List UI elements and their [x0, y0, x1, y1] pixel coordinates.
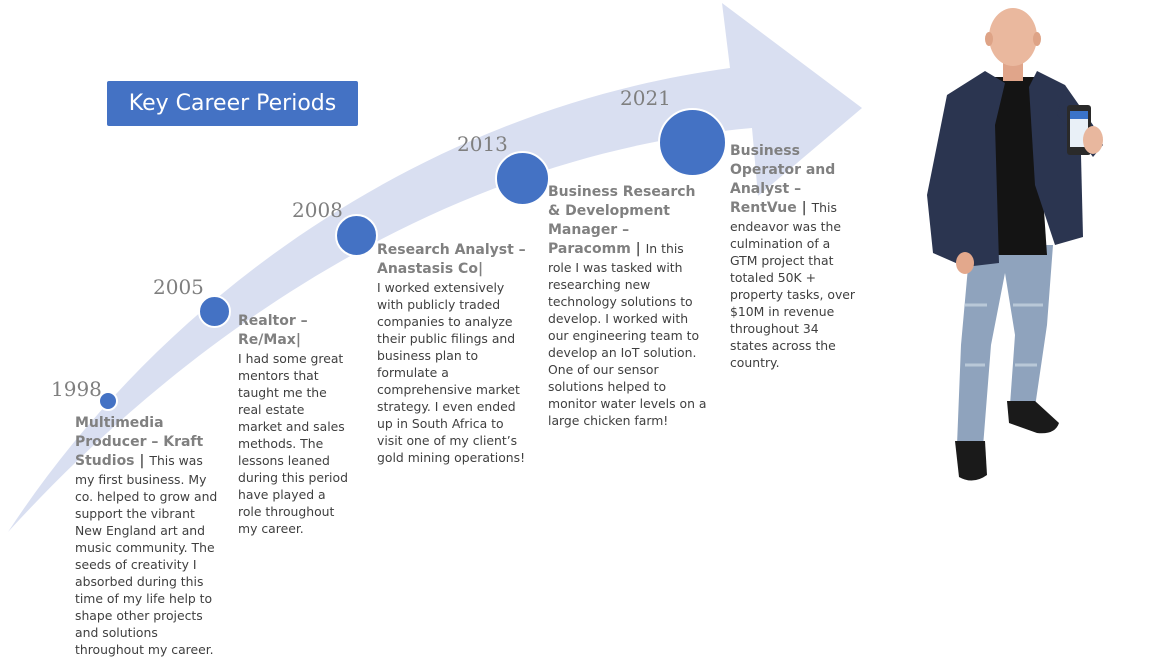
milestone-role: Realtor – Re/Max|	[238, 313, 308, 348]
milestone-entry-2021: Business Operator and Analyst – RentVue …	[730, 142, 860, 371]
milestone-description: In this role I was tasked with researchi…	[548, 241, 707, 428]
milestone-description: I worked extensively with publicly trade…	[377, 280, 526, 465]
person-photo	[927, 8, 1103, 481]
milestone-separator: |	[295, 332, 301, 348]
milestone-separator: |	[796, 200, 812, 216]
milestone-dot-1998	[98, 391, 118, 411]
milestone-entry-2005: Realtor – Re/Max| I had some great mento…	[238, 312, 348, 537]
milestone-description: This was my first business. My co. helpe…	[75, 453, 218, 657]
page-title: Key Career Periods	[107, 81, 358, 126]
milestone-description: I had some great mentors that taught me …	[238, 351, 348, 536]
milestone-description: This endeavor was the culmination of a G…	[730, 200, 856, 370]
milestone-role: Research Analyst – Anastasis Co|	[377, 242, 526, 277]
milestone-entry-1998: Multimedia Producer – Kraft Studios | Th…	[75, 414, 223, 658]
milestone-dot-2008	[335, 214, 378, 257]
milestone-dot-2005	[198, 295, 231, 328]
milestone-separator: |	[477, 261, 484, 277]
year-label-2013: 2013	[457, 132, 508, 156]
milestone-entry-2013: Business Research & Development Manager …	[548, 183, 708, 429]
milestone-role: Multimedia Producer – Kraft Studios	[75, 415, 204, 469]
year-label-2008: 2008	[292, 198, 343, 222]
milestone-entry-2008: Research Analyst – Anastasis Co| I worke…	[377, 241, 529, 466]
milestone-separator: |	[630, 241, 646, 257]
milestone-role: Business Operator and Analyst – RentVue	[730, 143, 836, 216]
year-label-2021: 2021	[620, 86, 671, 110]
milestone-dot-2021	[658, 108, 727, 177]
year-label-2005: 2005	[153, 275, 204, 299]
milestone-dot-2013	[495, 151, 550, 206]
milestone-role: Business Research & Development Manager …	[548, 184, 696, 257]
milestone-separator: |	[134, 453, 150, 469]
year-label-1998: 1998	[51, 377, 102, 401]
